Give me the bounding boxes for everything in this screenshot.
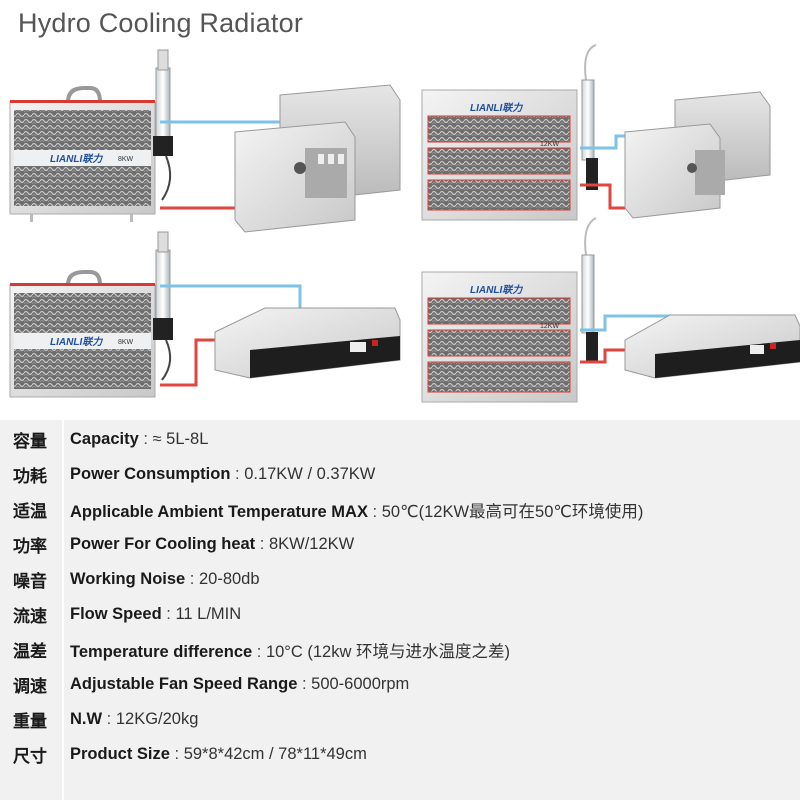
- spec-name: Adjustable Fan Speed Range: [70, 675, 298, 693]
- radiator-unit-12kw-top: LIANLI联力 12KW: [421, 44, 598, 221]
- spec-value: ≈ 5L-8L: [152, 430, 209, 448]
- unit-brand: LIANLI联力: [470, 102, 523, 114]
- spec-cn-label: 适温: [13, 502, 47, 522]
- spec-value: 10°C (12kw 环境与进水温度之差): [265, 642, 510, 661]
- unit-power: 8KW: [118, 156, 134, 163]
- spec-cn-label: 功耗: [13, 467, 47, 487]
- unit-brand: LIANLI联力: [50, 336, 103, 348]
- pipes-unit-4: [580, 314, 700, 364]
- spec-row-cooling-power: 功率 Power For Cooling heat : 8KW/12KW: [0, 527, 800, 562]
- spec-cn-label: 功率: [13, 537, 47, 557]
- spec-value: 12KG/20kg: [115, 710, 199, 728]
- spec-cn-label: 尺寸: [13, 747, 47, 767]
- unit-power: 12KW: [540, 141, 559, 148]
- spec-row-capacity: 容量 Capacity : ≈ 5L-8L: [0, 422, 800, 457]
- spec-name: Working Noise: [70, 570, 186, 588]
- spec-cn-label: 容量: [13, 432, 47, 452]
- spec-name: Capacity: [70, 430, 139, 448]
- radiator-unit-8kw-bottom: LIANLI联力 8KW: [9, 231, 173, 398]
- spec-name: Temperature difference: [70, 642, 253, 661]
- spec-table: 容量 Capacity : ≈ 5L-8L 功耗 Power Consumpti…: [0, 420, 800, 800]
- miner-pair-top-right: [624, 91, 771, 219]
- unit-power: 12KW: [540, 323, 559, 330]
- unit-power: 8KW: [118, 339, 134, 346]
- column-divider: [62, 420, 64, 800]
- spec-row-net-weight: 重量 N.W : 12KG/20kg: [0, 702, 800, 737]
- spec-cn-label: 流速: [13, 607, 47, 627]
- spec-cn-label: 重量: [13, 712, 47, 732]
- spec-name: Flow Speed: [70, 605, 162, 623]
- miner-pair-top-left: [234, 84, 401, 233]
- spec-row-fan-speed: 调速 Adjustable Fan Speed Range : 500-6000…: [0, 667, 800, 702]
- product-diagram: LIANLI联力 8KW LIANLI联力 12KW: [9, 44, 800, 403]
- spec-name: Power Consumption: [70, 465, 231, 483]
- radiator-unit-12kw-bottom: LIANLI联力 12KW: [421, 217, 598, 403]
- spec-name: Product Size: [70, 745, 170, 763]
- spec-name: Applicable Ambient Temperature MAX: [70, 502, 368, 521]
- spec-value: 500-6000rpm: [311, 675, 410, 693]
- spec-value: 59*8*42cm / 78*11*49cm: [183, 745, 367, 763]
- rack-server-left: [214, 307, 401, 379]
- rack-server-right: [624, 314, 800, 379]
- spec-value: 50℃(12KW最高可在50℃环境使用): [381, 502, 644, 521]
- spec-cn-label: 调速: [13, 677, 47, 697]
- spec-value: 11 L/MIN: [175, 605, 242, 623]
- spec-value: 20-80db: [198, 570, 260, 588]
- spec-name: N.W: [70, 710, 103, 728]
- spec-row-ambient-temp: 适温 Applicable Ambient Temperature MAX : …: [0, 492, 800, 527]
- page-title: Hydro Cooling Radiator: [18, 8, 304, 38]
- radiator-unit-8kw-top: LIANLI联力 8KW: [9, 49, 173, 222]
- unit-brand: LIANLI联力: [50, 153, 103, 165]
- spec-row-flow-speed: 流速 Flow Speed : 11 L/MIN: [0, 597, 800, 632]
- spec-row-temp-difference: 温差 Temperature difference : 10°C (12kw 环…: [0, 632, 800, 667]
- unit-brand: LIANLI联力: [470, 284, 523, 296]
- spec-name: Power For Cooling heat: [70, 535, 256, 553]
- spec-row-noise: 噪音 Working Noise : 20-80db: [0, 562, 800, 597]
- spec-row-power-consumption: 功耗 Power Consumption : 0.17KW / 0.37KW: [0, 457, 800, 492]
- spec-value: 0.17KW / 0.37KW: [244, 465, 376, 483]
- spec-value: 8KW/12KW: [268, 535, 355, 553]
- spec-cn-label: 噪音: [13, 572, 47, 592]
- spec-row-product-size: 尺寸 Product Size : 59*8*42cm / 78*11*49cm: [0, 737, 800, 772]
- spec-cn-label: 温差: [13, 642, 47, 662]
